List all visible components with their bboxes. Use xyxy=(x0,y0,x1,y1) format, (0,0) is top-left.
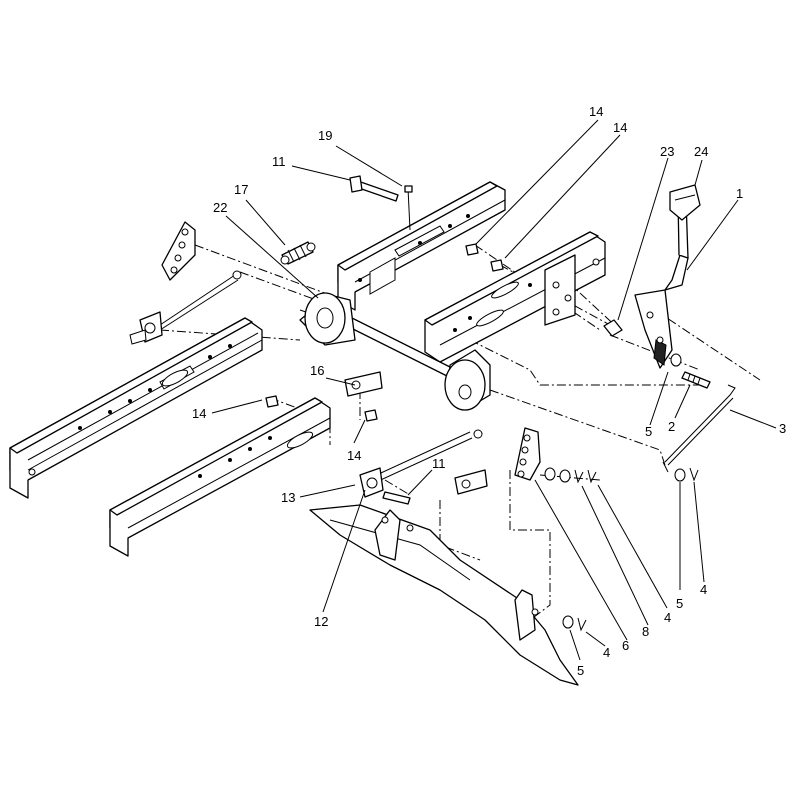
leader-lines xyxy=(211,119,777,661)
left-frame-rail-lower xyxy=(109,397,331,557)
callout-5-rod: 5 xyxy=(676,596,683,611)
callouts: 19 11 17 22 14 14 23 24 1 3 2 5 16 14 14… xyxy=(192,104,786,678)
callout-14-center: 14 xyxy=(347,448,361,463)
right-frame-rail-upper xyxy=(337,181,506,311)
callout-19: 19 xyxy=(318,128,332,143)
callout-4-rod: 4 xyxy=(700,582,707,597)
bushing xyxy=(603,319,623,337)
cross-shaft xyxy=(299,292,491,411)
callout-3: 3 xyxy=(779,421,786,436)
control-lever xyxy=(634,197,689,369)
link-rod-left xyxy=(129,270,242,345)
callout-13: 13 xyxy=(281,490,295,505)
callout-16: 16 xyxy=(310,363,324,378)
washer-and-bolt xyxy=(670,353,711,389)
mounting-clip-lower xyxy=(454,469,488,495)
callout-5-bottom: 5 xyxy=(577,663,584,678)
callout-23: 23 xyxy=(660,144,674,159)
right-frame-rail-lower xyxy=(424,231,606,363)
callout-2: 2 xyxy=(668,419,675,434)
rod-washer-pin xyxy=(674,467,699,482)
callout-11-lower: 11 xyxy=(432,456,446,471)
bolt-top xyxy=(349,175,399,202)
callout-4-bottom: 4 xyxy=(603,645,610,660)
callout-5-lever: 5 xyxy=(645,424,652,439)
callout-1: 1 xyxy=(736,186,743,201)
spring xyxy=(280,241,316,265)
callout-8: 8 xyxy=(642,624,649,639)
callout-22: 22 xyxy=(213,200,227,215)
lift-arm-bracket-left xyxy=(161,221,196,281)
callout-24: 24 xyxy=(694,144,708,159)
nuts xyxy=(265,243,504,422)
lower-lift-arm xyxy=(309,504,579,686)
callout-6: 6 xyxy=(622,638,629,653)
link-rod-lower xyxy=(359,429,483,505)
middle-bracket xyxy=(514,427,597,484)
left-frame-rail-upper xyxy=(9,317,263,499)
callout-14-left: 14 xyxy=(192,406,206,421)
callout-14-top-a: 14 xyxy=(589,104,603,119)
pin xyxy=(404,185,413,231)
callout-12: 12 xyxy=(314,614,328,629)
callout-14-top-b: 14 xyxy=(613,120,627,135)
callout-17: 17 xyxy=(234,182,248,197)
callout-11-top: 11 xyxy=(272,154,286,169)
callout-4-middle: 4 xyxy=(664,610,671,625)
mounting-clip-top xyxy=(344,371,383,397)
bottom-washer-pin xyxy=(562,615,587,632)
shift-rod xyxy=(662,384,736,473)
lever-knob xyxy=(669,184,701,221)
